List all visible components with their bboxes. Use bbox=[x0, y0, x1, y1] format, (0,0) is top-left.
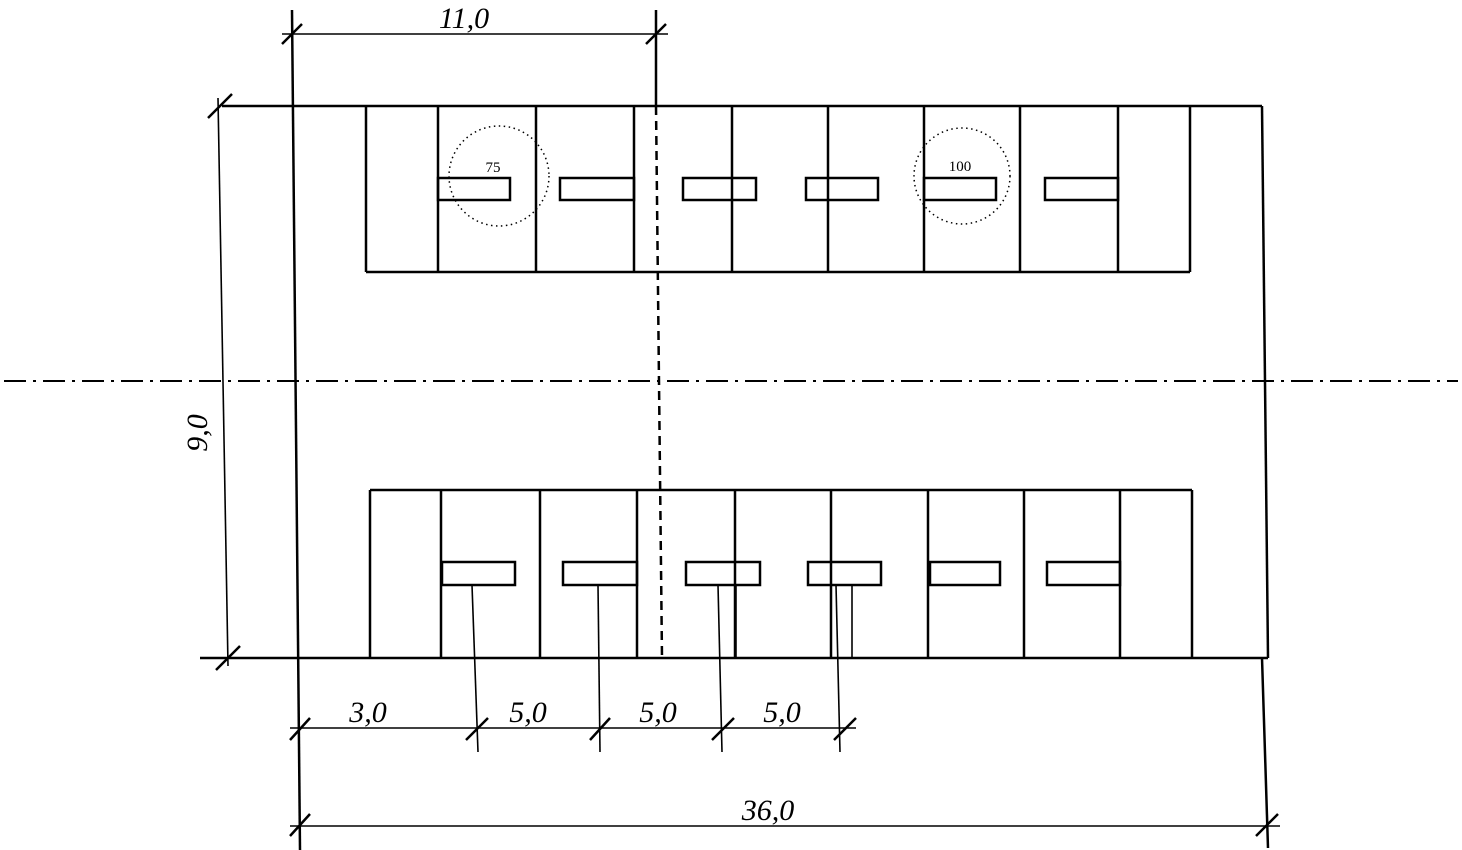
section-dashed-line bbox=[654, 105, 664, 659]
bottom-slot-3 bbox=[684, 560, 762, 587]
bottom-slot-4 bbox=[806, 560, 883, 587]
bottom-slot-6 bbox=[1045, 560, 1122, 587]
dimension-top-label: 11,0 bbox=[439, 2, 489, 35]
marker-100-label: 100 bbox=[949, 159, 972, 175]
top-slot-3 bbox=[681, 176, 758, 202]
dimension-height-label: 9,0 bbox=[181, 414, 214, 452]
top-slot-5 bbox=[922, 176, 998, 202]
marker-circle-75: 75 bbox=[448, 125, 550, 227]
marker-circle-100: 100 bbox=[913, 127, 1011, 225]
top-slot-2 bbox=[558, 176, 636, 202]
bottom-cell-row bbox=[368, 488, 1194, 658]
dimension-total: 36,0 bbox=[289, 794, 1280, 837]
dimension-top: 11,0 bbox=[281, 2, 668, 106]
dimension-spacing-chain: 3,0 5,0 5,0 5,0 bbox=[289, 696, 857, 741]
spacing-label-3: 5,0 bbox=[639, 696, 677, 729]
spacing-label-4: 5,0 bbox=[763, 696, 801, 729]
bottom-slot-2 bbox=[561, 560, 639, 587]
top-slot-1 bbox=[436, 176, 512, 202]
top-slot-6 bbox=[1043, 176, 1120, 202]
slot-drop-lines bbox=[471, 584, 853, 753]
top-slot-4 bbox=[804, 176, 880, 202]
bottom-slots bbox=[440, 560, 1122, 587]
top-slots bbox=[436, 176, 1120, 202]
dimension-height: 9,0 bbox=[181, 93, 241, 671]
bottom-slot-1 bbox=[440, 560, 517, 587]
spacing-label-1: 3,0 bbox=[348, 696, 387, 729]
bottom-slot-5 bbox=[928, 560, 1002, 587]
dimension-total-label: 36,0 bbox=[741, 794, 795, 827]
top-cell-row bbox=[364, 106, 1192, 274]
spacing-label-2: 5,0 bbox=[509, 696, 547, 729]
marker-75-label: 75 bbox=[486, 160, 501, 176]
